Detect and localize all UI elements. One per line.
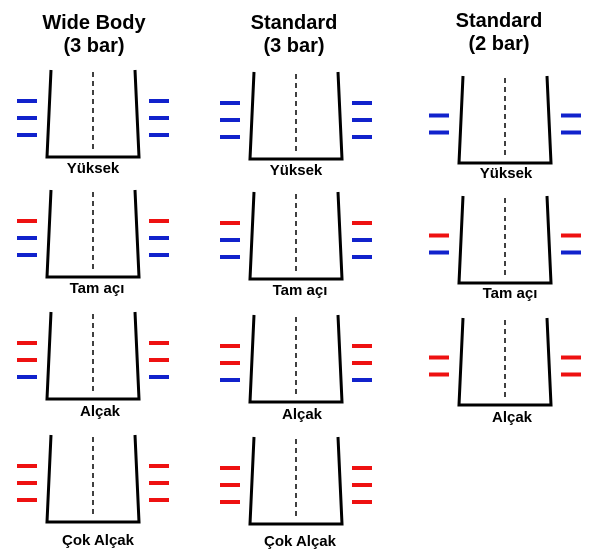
cell-label: Çok Alçak [62, 532, 134, 549]
column-header-line2: (2 bar) [468, 33, 530, 55]
cell-label: Alçak [491, 409, 533, 426]
column-header-line2: (3 bar) [63, 35, 125, 57]
stance-outline [248, 314, 344, 404]
stance-outline [457, 317, 553, 407]
stance-outline [457, 195, 553, 285]
column-header-line1: Standard [250, 12, 338, 34]
column-header-line2: (3 bar) [263, 35, 325, 57]
stance-outline [248, 71, 344, 161]
stance-outline [45, 189, 141, 279]
cell-label: Tam açı [482, 285, 538, 302]
cell-label: Tam açı [69, 280, 125, 297]
stance-outline [248, 436, 344, 526]
stance-outline [45, 311, 141, 401]
stance-outline [457, 75, 553, 165]
cell-label: Alçak [281, 406, 323, 423]
stance-outline [45, 434, 141, 524]
cell-label: Yüksek [269, 162, 323, 179]
column-header-wide-body: Wide Body (3 bar) [0, 12, 194, 58]
cell-label: Çok Alçak [264, 533, 336, 550]
cell-label: Yüksek [66, 160, 120, 177]
column-header-line1: Wide Body [42, 12, 146, 34]
column-header-line1: Standard [455, 10, 543, 32]
stance-outline [248, 191, 344, 281]
column-header-standard-2: Standard (2 bar) [399, 10, 599, 56]
cell-label: Yüksek [479, 165, 533, 182]
cell-label: Alçak [79, 403, 121, 420]
stance-outline [45, 69, 141, 159]
cell-label: Tam açı [272, 282, 328, 299]
column-header-standard-3: Standard (3 bar) [194, 12, 394, 58]
